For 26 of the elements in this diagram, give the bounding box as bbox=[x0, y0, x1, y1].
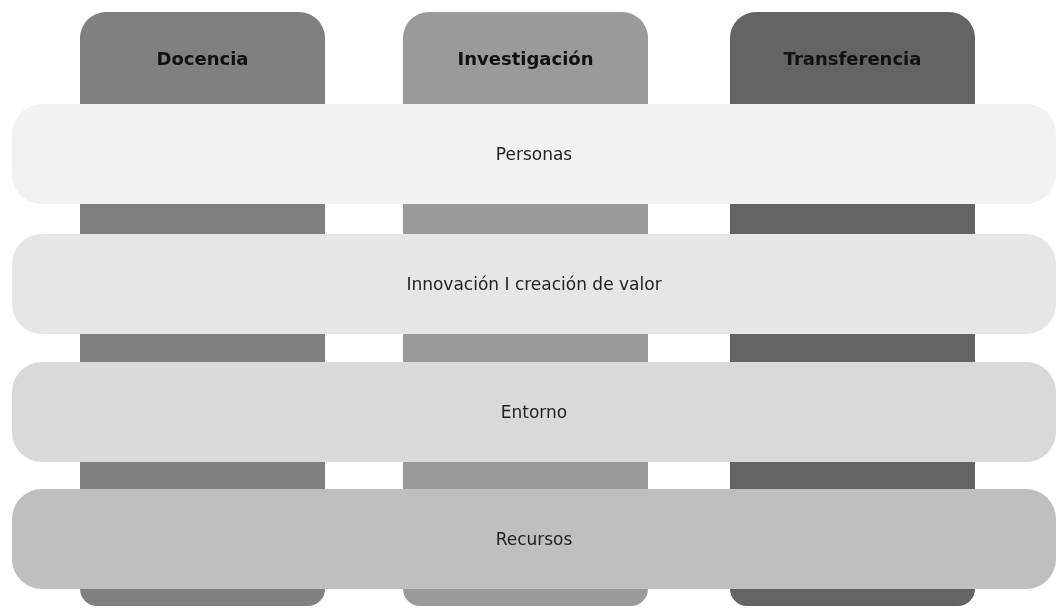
column-bar-segment bbox=[730, 204, 975, 234]
column-bar-segment bbox=[403, 462, 648, 489]
horizontal-band bbox=[12, 489, 1056, 589]
column-bar-segment bbox=[730, 462, 975, 489]
column-bar-segment bbox=[80, 462, 325, 489]
column-header bbox=[80, 12, 325, 104]
column-bar-segment bbox=[730, 589, 975, 606]
band-label: Recursos bbox=[495, 529, 573, 549]
column-bar-segment bbox=[730, 334, 975, 362]
band-label: Personas bbox=[495, 144, 573, 164]
horizontal-band bbox=[12, 362, 1056, 462]
column-bar-segment bbox=[80, 204, 325, 234]
band-label: Innovación I creación de valor bbox=[406, 274, 662, 294]
column-bar-segment bbox=[403, 334, 648, 362]
column-bar-segment bbox=[80, 334, 325, 362]
column-heading: Investigación bbox=[457, 48, 594, 69]
column-heading: Transferencia bbox=[783, 48, 922, 69]
column-bar-segment bbox=[403, 589, 648, 606]
horizontal-band bbox=[12, 104, 1056, 204]
column-header bbox=[403, 12, 648, 104]
column-heading: Docencia bbox=[156, 48, 249, 69]
column-bar-segment bbox=[403, 204, 648, 234]
band-label: Entorno bbox=[500, 402, 568, 422]
column-header bbox=[730, 12, 975, 104]
column-bar-segment bbox=[80, 589, 325, 606]
horizontal-band bbox=[12, 234, 1056, 334]
